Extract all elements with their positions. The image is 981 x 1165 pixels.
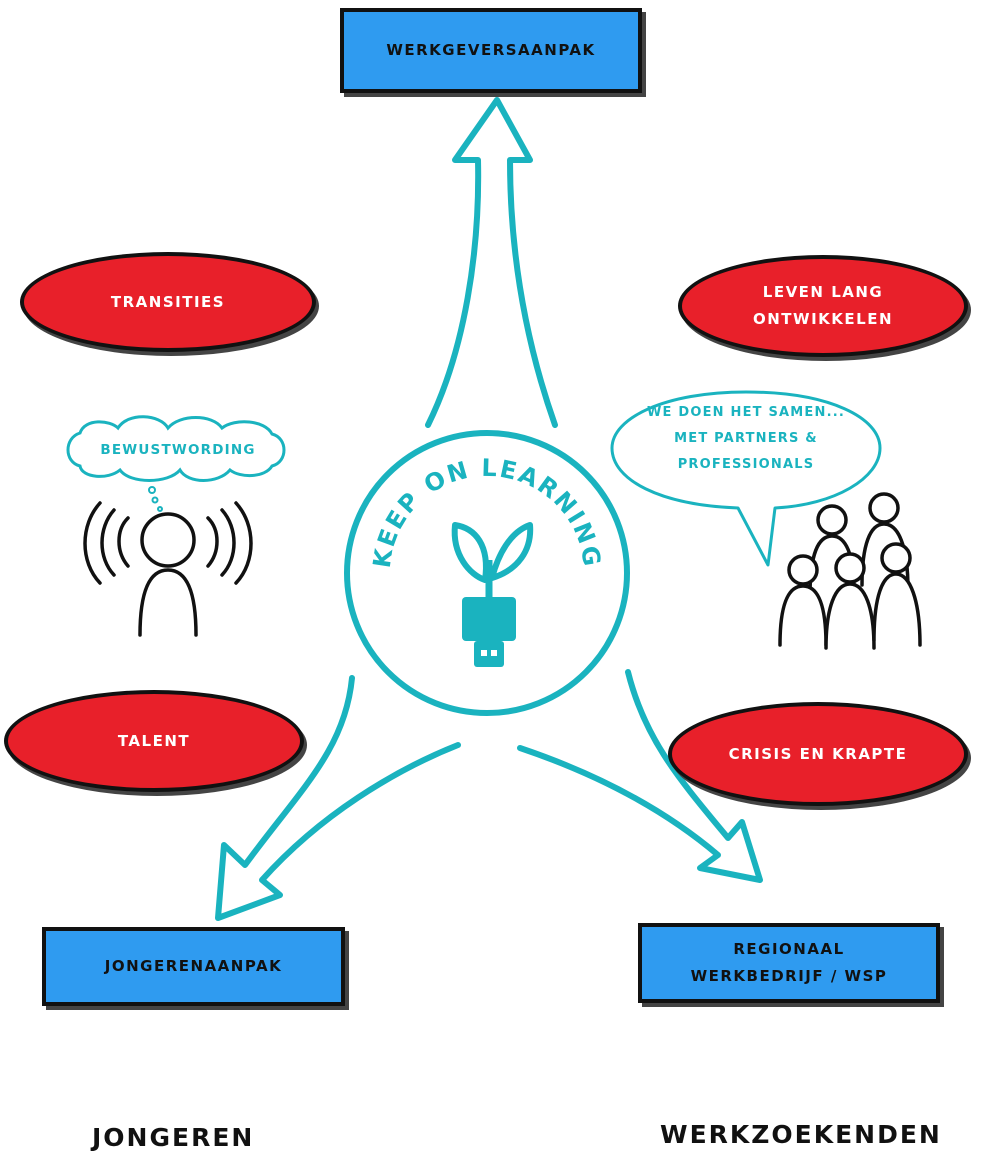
usb-stick-icon [462,597,516,641]
jongeren-label: JONGEREN [92,1123,255,1152]
transities-label: TRANSITIES [110,292,226,311]
regionaal-werkbedrijf-box: REGIONAAL WERKBEDRIJF / WSP [638,923,940,1003]
leven-lang-line-1: LEVEN LANG [762,283,884,301]
speech-line-1: WE DOEN HET SAMEN... [647,405,845,420]
regionaal-werkbedrijf-line-1: REGIONAAL [733,940,845,958]
arrow-down-left [215,675,461,921]
leaf-icon [489,522,534,581]
people-group-icon [778,492,922,650]
leven-lang-ontwikkelen-oval: LEVEN LANG ONTWIKKELEN [678,255,968,357]
arrow-up [425,97,558,428]
werkgeversaanpak-box: WERKGEVERSAANPAK [340,8,642,93]
regionaal-werkbedrijf-line-2: WERKBEDRIJF / WSP [690,967,888,985]
thought-cloud [66,415,286,512]
talent-oval: TALENT [4,690,304,792]
bewustwording-text: BEWUSTWORDING [100,442,256,458]
speech-bubble [610,390,882,567]
crisis-en-krapte-oval: CRISIS EN KRAPTE [668,702,968,806]
crisis-en-krapte-label: CRISIS EN KRAPTE [728,744,908,763]
talent-label: TALENT [117,731,191,750]
werkzoekenden-label: WERKZOEKENDEN [660,1120,942,1149]
transities-oval: TRANSITIES [20,252,316,352]
leven-lang-line-2: ONTWIKKELEN [752,310,893,328]
speech-line-3: PROFESSIONALS [677,457,815,472]
speech-bubble-text: WE DOEN HET SAMEN... MET PARTNERS & PROF… [612,400,880,478]
jongerenaanpak-box: JONGERENAANPAK [42,927,345,1006]
leaf-icon [451,522,489,583]
jongerenaanpak-label: JONGERENAANPAK [104,957,283,975]
arrow-down-right [517,669,763,883]
thinking-person-icon [83,501,253,637]
werkgeversaanpak-label: WERKGEVERSAANPAK [386,41,596,59]
center-logo: KEEP ON LEARNING [344,430,630,716]
speech-line-2: MET PARTNERS & [674,431,818,446]
